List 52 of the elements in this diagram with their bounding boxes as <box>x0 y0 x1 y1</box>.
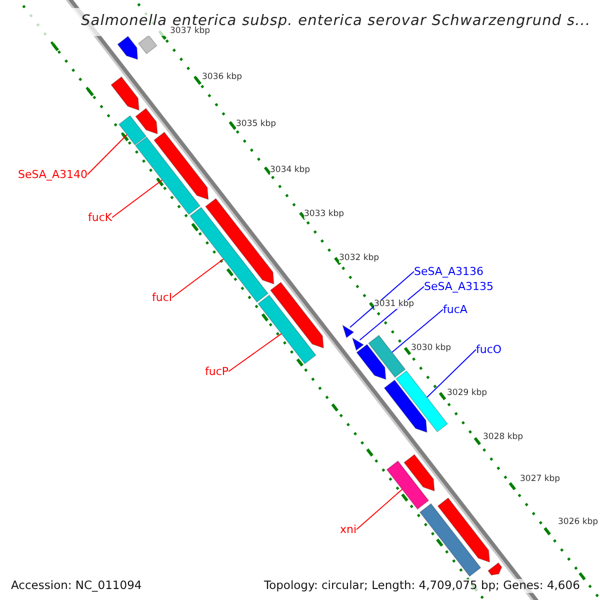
scale-label: 3032 kbp <box>339 254 380 262</box>
gene-segment <box>205 198 274 285</box>
leader-line <box>356 488 403 530</box>
scale-label: 3027 kbp <box>520 475 560 484</box>
gene-bar <box>118 115 147 146</box>
gene-segment <box>404 454 435 492</box>
leader-line <box>172 258 224 298</box>
leader-line <box>86 134 128 175</box>
gene-bar <box>258 294 316 364</box>
leader-line <box>350 271 414 328</box>
gene-segment <box>154 132 209 200</box>
gene-segment <box>384 380 428 433</box>
gene-segment <box>488 562 502 576</box>
gene-label: xni <box>340 524 357 535</box>
gene-segment <box>352 337 364 351</box>
gene-bar <box>190 206 269 303</box>
scale-label: 3036 kbp <box>202 73 242 82</box>
gene-segment <box>110 76 140 111</box>
gene-bar <box>396 370 448 432</box>
scale-label: 3033 kbp <box>304 210 344 218</box>
gene-segment <box>342 324 354 338</box>
scale-label: 3030 kbp <box>411 344 452 352</box>
gene-label: fucK <box>88 212 112 223</box>
gene-label: SeSA_A3140 <box>18 169 88 180</box>
gene-bar <box>368 334 406 378</box>
gene-label: fucA <box>443 304 468 315</box>
gene-segment <box>356 344 386 380</box>
leader-line <box>426 349 476 398</box>
leader-line <box>392 309 444 353</box>
gene-segment <box>135 108 158 134</box>
scale-label: 3031 kbp <box>374 300 414 308</box>
scale-label: 3034 kbp <box>270 166 310 174</box>
footer-text: Topology: circular; Length: 4,709,075 bp; Genes: 4,606 <box>262 579 582 592</box>
gene-label: fucP <box>205 366 229 377</box>
gene-label: fucI <box>152 292 172 303</box>
gene-bar <box>386 460 430 510</box>
leader-line <box>112 180 163 218</box>
footer-text: Accession: NC_011094 <box>9 579 144 592</box>
scale-label: 3026 kbp <box>558 518 598 526</box>
scale-label: 3037 kbp <box>170 27 210 36</box>
leader-line <box>228 333 282 372</box>
gene-bar <box>419 503 482 577</box>
scale-label: 3028 kbp <box>483 433 524 442</box>
gene-segment <box>437 497 490 563</box>
gene-label: fucO <box>476 344 502 355</box>
scale-label: 3035 kbp <box>236 120 276 128</box>
gene-bar <box>135 136 201 215</box>
gene-label: SeSA_A3136 <box>414 266 484 277</box>
gene-segment <box>117 36 138 60</box>
scale-label: 3029 kbp <box>447 389 488 398</box>
gene-label: SeSA_A3135 <box>424 281 494 292</box>
gene-segment <box>270 282 324 349</box>
